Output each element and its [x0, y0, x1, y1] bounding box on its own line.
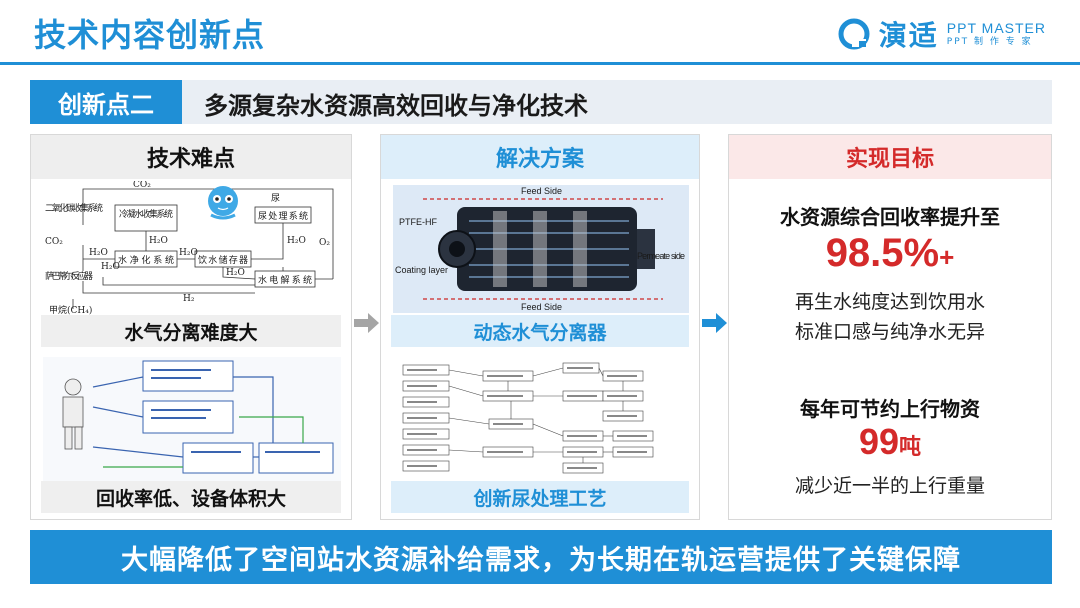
station-water-system-diagram — [43, 357, 341, 481]
header-divider — [0, 62, 1080, 65]
h2o-label-f: H₂O — [101, 262, 120, 272]
difficulty-caption-2: 回收率低、设备体积大 — [41, 481, 341, 513]
arrow-right-icon — [354, 313, 379, 333]
logo-mark-icon — [837, 17, 871, 51]
goal-card: 实现目标 水资源综合回收率提升至 98.5%+ 再生水纯度达到饮用水 标准口感与… — [728, 134, 1052, 520]
methane-label: 甲烷(CH₄) — [49, 304, 92, 315]
electrolysis-label: 水电解系统 — [258, 274, 312, 286]
urine-label: 尿 — [271, 193, 280, 204]
recovery-rate-suffix: + — [939, 242, 955, 272]
co2-collect-label: 二氧化碳收集系统 — [45, 202, 103, 214]
water-purify-label: 水净化系统 — [118, 254, 174, 266]
h2o-label-d: H₂O — [179, 248, 198, 258]
logo-cn-text: 演适 — [878, 19, 939, 52]
water-cycle-diagram: CO₂ 二氧化碳收集系统 CO₂ 冷凝水收集系统 尿 尿处理系统 H₂O H₂O… — [45, 181, 334, 315]
membrane-separator-diagram: Feed Side Feed Side PTFE-HF Coating laye… — [393, 185, 689, 313]
feed-side-bottom-label: Feed Side — [521, 302, 562, 312]
goal-1-body-line2: 标准口感与纯净水无异 — [794, 321, 985, 343]
brand-logo: 演适 PPT MASTER PPT 制 作 专 家 — [837, 14, 1046, 54]
goal-1-body-line1: 再生水纯度达到饮用水 — [794, 291, 985, 313]
permeate-label: Permeate side — [637, 251, 685, 261]
section-bar — [30, 80, 1052, 124]
goal-1-heading: 水资源综合回收率提升至 — [780, 205, 1000, 229]
arrow-right-icon — [702, 313, 727, 333]
goal-card-title: 实现目标 — [729, 135, 1051, 179]
page-title: 技术内容创新点 — [34, 16, 266, 54]
h2o-label-c: H₂O — [89, 248, 108, 258]
difficulty-card: 技术难点 — [30, 134, 352, 520]
solution-caption-2: 创新尿处理工艺 — [391, 481, 689, 513]
urine-proc-label: 尿处理系统 — [258, 210, 308, 222]
co2-left-label: CO₂ — [45, 237, 63, 247]
h2-label: H₂ — [183, 294, 195, 304]
goal-2-stat: 99吨 — [729, 421, 1051, 463]
goal-2-heading: 每年可节约上行物资 — [800, 397, 980, 421]
goal-2-body: 减少近一半的上行重量 — [794, 475, 985, 497]
h2o-label-b: H₂O — [287, 236, 306, 246]
feed-side-top-label: Feed Side — [521, 186, 562, 196]
conclusion-banner: 大幅降低了空间站水资源补给需求，为长期在轨运营提供了关键保障 — [30, 530, 1052, 584]
goal-1-stat: 98.5%+ — [729, 231, 1051, 276]
recovery-rate-value: 98.5% — [825, 231, 940, 275]
section-title: 多源复杂水资源高效回收与净化技术 — [204, 92, 588, 120]
o2-label: O₂ — [319, 238, 330, 248]
sabatier-label: 萨巴蒂尔反应器 — [45, 270, 93, 282]
saved-supplies-unit: 吨 — [899, 434, 922, 459]
co2-top-label: CO₂ — [133, 181, 151, 190]
solution-caption-1: 动态水气分离器 — [391, 315, 689, 347]
difficulty-caption-1: 水气分离难度大 — [41, 315, 341, 347]
ptfe-label: PTFE-HF — [399, 217, 437, 227]
drink-store-label: 饮水储存器 — [198, 254, 248, 266]
urine-process-flowchart — [402, 362, 654, 474]
h2o-label-e: H₂O — [226, 268, 245, 278]
saved-supplies-value: 99 — [858, 421, 900, 462]
section-tag: 创新点二 — [30, 80, 182, 124]
coating-label: Coating layer — [395, 265, 448, 275]
logo-en-text: PPT MASTER — [946, 20, 1046, 36]
logo-sub-text: PPT 制 作 专 家 — [946, 37, 1033, 47]
solution-card-title: 解决方案 — [381, 135, 699, 179]
solution-card: 解决方案 Feed Side Feed Side PTFE-HF — [380, 134, 700, 520]
h2o-label-a: H₂O — [149, 236, 168, 246]
condense-label: 冷凝水收集系统 — [119, 208, 173, 220]
difficulty-card-title: 技术难点 — [31, 135, 351, 179]
